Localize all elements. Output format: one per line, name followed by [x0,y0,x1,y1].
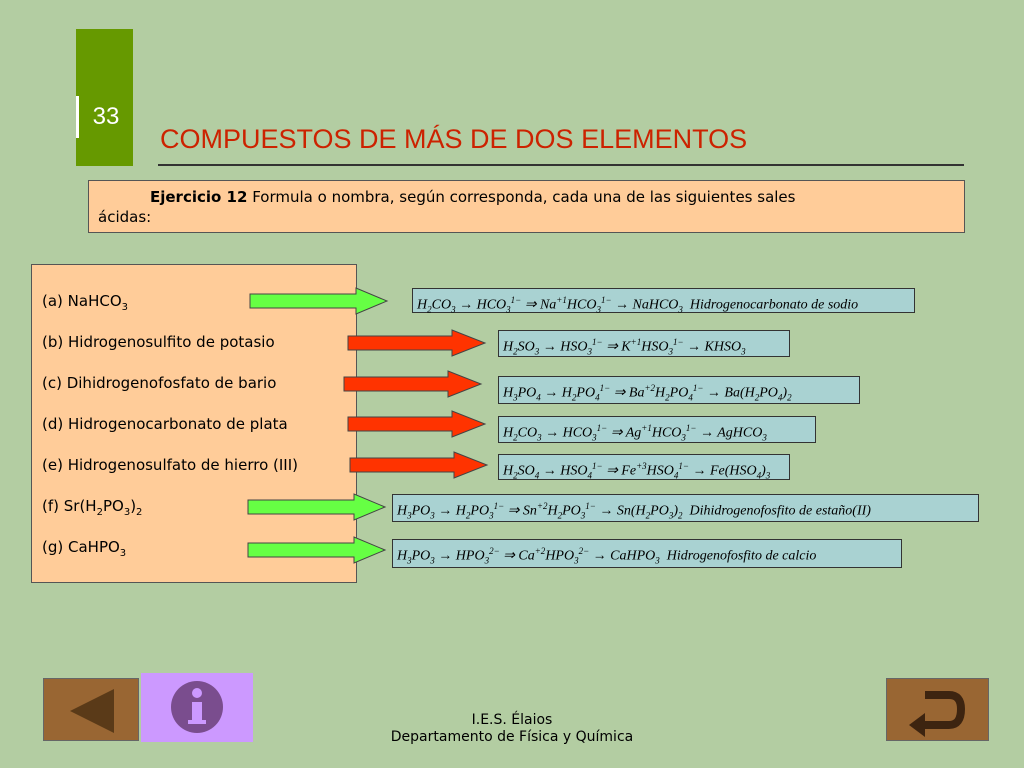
formula-f: H3PO3 → H2PO31− ⇒ Sn+2H2PO31− → Sn(H2PO3… [392,494,979,522]
title-divider [158,164,964,166]
formula-b: H2SO3 → HSO31− ⇒ K+1HSO31− → KHSO3 [498,330,790,357]
slide-accent-bar [76,29,133,166]
formula-a: H2CO3 → HCO31− ⇒ Na+1HCO31− → NaHCO3 Hid… [412,288,915,314]
footer-school: I.E.S. Élaios [471,712,553,728]
exercise-statement: Ejercicio 12 Formula o nombra, según cor… [88,180,965,233]
list-item-b: (b) Hidrogenosulfito de potasio [42,333,275,351]
triangle-left-icon [70,689,114,733]
formula-c: H3PO4 → H2PO41− ⇒ Ba+2H2PO41− → Ba(H2PO4… [498,376,860,404]
list-item-d: (d) Hidrogenocarbonato de plata [42,415,288,433]
exercise-text-line1: Formula o nombra, según corresponda, cad… [247,188,796,206]
arrow-c-icon [343,370,483,398]
page-title: COMPUESTOS DE MÁS DE DOS ELEMENTOS [160,124,748,154]
formula-d: H2CO3 → HCO31− ⇒ Ag+1HCO31− → AgHCO3 [498,416,816,443]
list-item-a: (a) NaHCO3 [42,292,129,313]
footer-department: Departamento de Física y Química [390,729,634,745]
arrow-b-icon [347,329,487,357]
formula-e: H2SO4 → HSO41− ⇒ Fe+3HSO41− → Fe(HSO4)3 [498,454,790,480]
exercise-label: Ejercicio 12 [150,188,248,206]
info-button[interactable] [141,673,253,742]
return-arrow-icon [909,691,966,737]
arrow-g-icon [247,536,387,564]
info-icon [171,681,223,733]
footer: I.E.S. Élaios Departamento de Física y Q… [360,712,664,746]
formula-g: H3PO3 → HPO32− ⇒ Ca+2HPO32− → CaHPO3 Hid… [392,539,902,568]
list-item-c: (c) Dihidrogenofosfato de bario [42,374,277,392]
exercise-text-line2: ácidas: [98,208,152,226]
compound-list-box [31,264,357,583]
arrow-a-icon [249,287,389,315]
list-item-e: (e) Hidrogenosulfato de hierro (III) [42,456,298,474]
list-item-g: (g) CaHPO3 [42,538,127,559]
arrow-e-icon [349,451,489,479]
return-button[interactable] [886,678,989,741]
list-item-f: (f) Sr(H2PO3)2 [42,497,143,518]
arrow-f-icon [247,493,387,521]
slide-number: 33 [76,96,133,138]
previous-slide-button[interactable] [43,678,139,741]
arrow-d-icon [347,410,487,438]
